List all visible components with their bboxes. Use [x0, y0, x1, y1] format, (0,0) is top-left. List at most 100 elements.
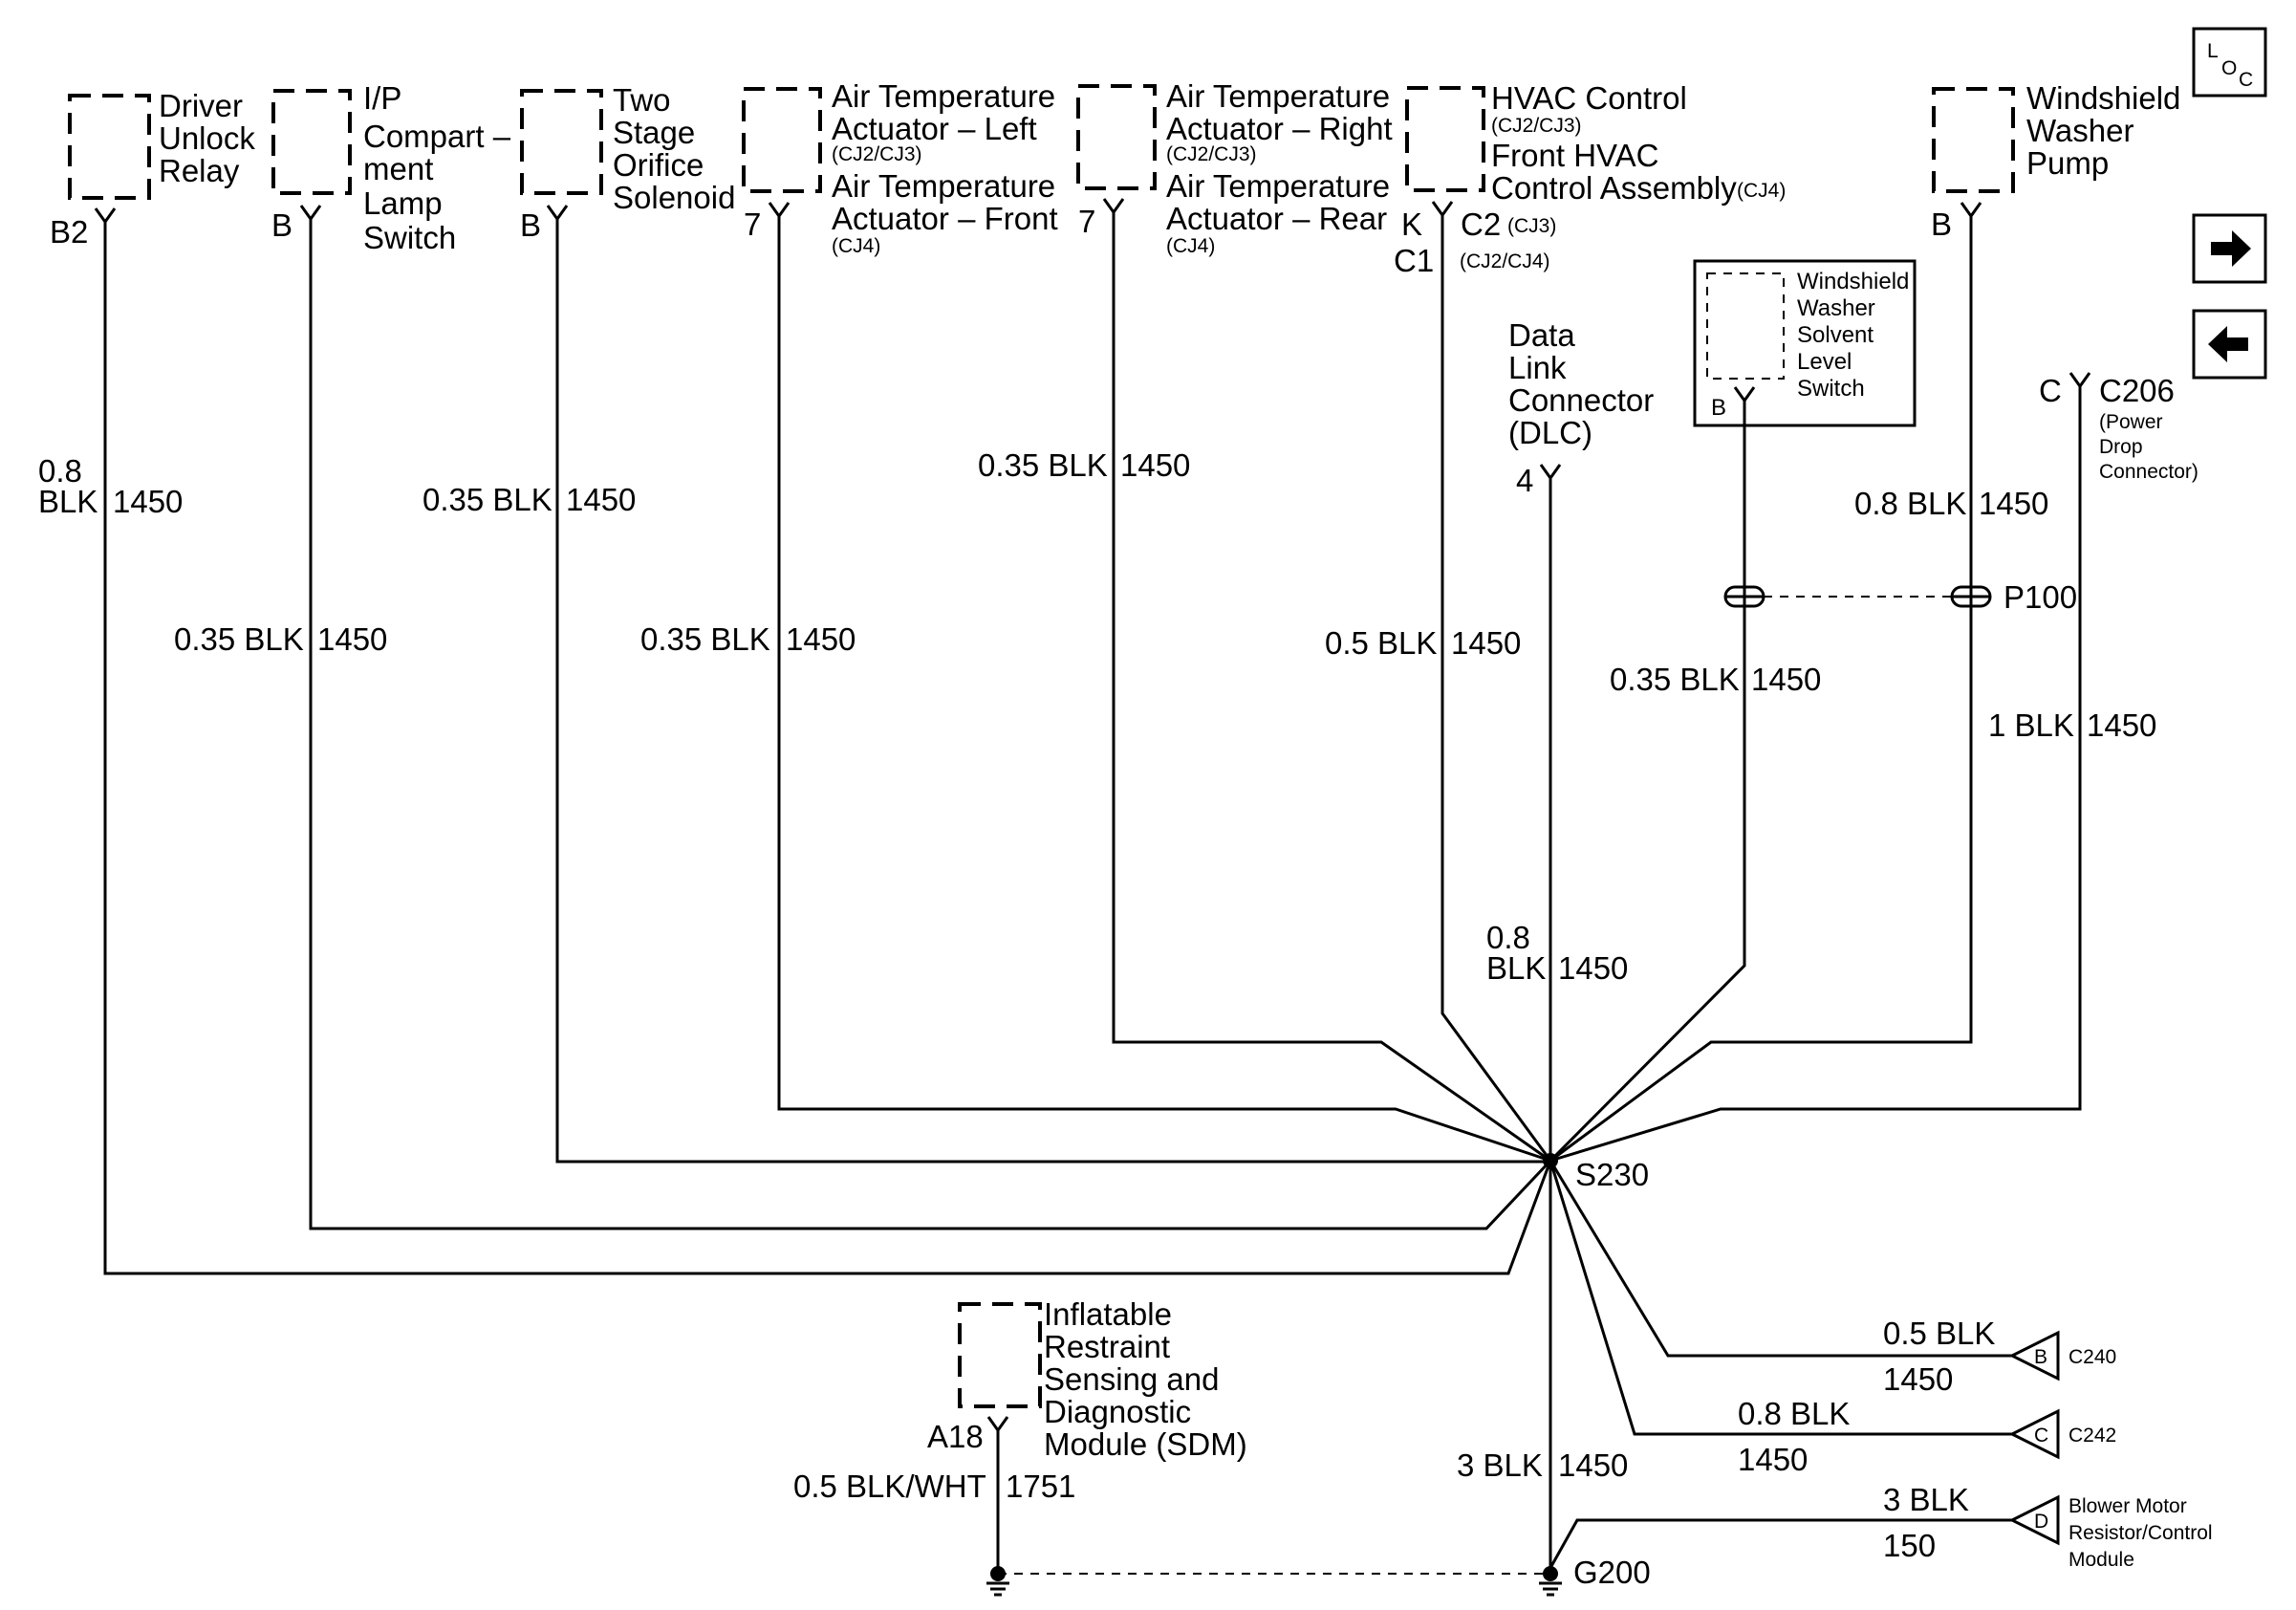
svg-text:Actuator – Right: Actuator – Right: [1166, 111, 1393, 146]
terminal-icon: [299, 205, 322, 222]
svg-text:150: 150: [1883, 1528, 1936, 1563]
arrow-right-icon: [2211, 230, 2251, 267]
svg-text:0.8 BLK: 0.8 BLK: [1854, 486, 1966, 521]
svg-text:Blower Motor: Blower Motor: [2069, 1495, 2187, 1517]
terminal-icon: [1539, 464, 1562, 481]
svg-text:0.35 BLK: 0.35 BLK: [1610, 662, 1740, 697]
svg-text:Link: Link: [1508, 350, 1567, 385]
windshield-washer-pump: Windshield Washer Pump B: [1931, 80, 2180, 242]
svg-text:Solvent: Solvent: [1797, 322, 1874, 348]
svg-text:3 BLK: 3 BLK: [1457, 1447, 1543, 1483]
svg-text:(CJ2/CJ3): (CJ2/CJ3): [1166, 143, 1257, 165]
svg-text:1450: 1450: [1120, 447, 1190, 483]
svg-text:Unlock: Unlock: [159, 120, 255, 156]
svg-text:(DLC): (DLC): [1508, 415, 1592, 450]
svg-text:(CJ3): (CJ3): [1507, 215, 1556, 237]
svg-text:BLK: BLK: [1486, 950, 1546, 986]
svg-text:Connector: Connector: [1508, 382, 1654, 418]
svg-text:BLK: BLK: [38, 484, 97, 519]
svg-text:Compart –: Compart –: [363, 119, 511, 154]
wire-c242: [1549, 1160, 2012, 1436]
svg-text:Lamp: Lamp: [363, 185, 443, 221]
svg-text:Drop: Drop: [2099, 436, 2143, 458]
pin-label: C2: [1461, 207, 1501, 242]
next-page-button[interactable]: [2192, 213, 2267, 284]
previous-page-button[interactable]: [2192, 309, 2267, 380]
wire-two-stage-solenoid: [555, 219, 1550, 1164]
terminal-icon: [546, 205, 569, 222]
svg-text:Air Temperature: Air Temperature: [1166, 168, 1390, 204]
svg-text:Inflatable: Inflatable: [1044, 1296, 1172, 1332]
svg-text:(CJ2/CJ4): (CJ2/CJ4): [1460, 250, 1550, 272]
svg-text:Sensing and: Sensing and: [1044, 1361, 1219, 1397]
svg-text:1 BLK: 1 BLK: [1988, 707, 2074, 743]
svg-text:1450: 1450: [566, 482, 636, 517]
svg-text:Module: Module: [2069, 1549, 2134, 1571]
svg-text:Driver: Driver: [159, 88, 243, 123]
svg-text:0.35 BLK: 0.35 BLK: [422, 482, 552, 517]
svg-text:0.5 BLK/WHT: 0.5 BLK/WHT: [793, 1469, 986, 1504]
arrow-left-icon: [2208, 326, 2248, 362]
svg-text:Orifice: Orifice: [613, 147, 704, 183]
svg-text:Two: Two: [613, 82, 671, 118]
loc-letter-l: L: [2207, 40, 2219, 62]
svg-text:(CJ4): (CJ4): [1737, 180, 1786, 202]
svg-text:Level: Level: [1797, 349, 1852, 375]
svg-text:P100: P100: [2004, 579, 2077, 615]
svg-text:C242: C242: [2069, 1425, 2116, 1447]
svg-text:D: D: [2034, 1511, 2048, 1533]
svg-text:Solenoid: Solenoid: [613, 180, 735, 215]
svg-text:Front HVAC: Front HVAC: [1491, 138, 1658, 173]
svg-text:1751: 1751: [1006, 1469, 1075, 1504]
svg-text:1450: 1450: [113, 484, 183, 519]
wire-hvac-control: [1440, 215, 1552, 1162]
svg-text:Connector): Connector): [2099, 461, 2199, 483]
svg-text:Washer: Washer: [1797, 295, 1875, 321]
wire-c240: [1549, 1160, 2012, 1358]
svg-text:HVAC Control: HVAC Control: [1491, 80, 1687, 116]
driver-unlock-relay: Driver Unlock Relay B2: [50, 88, 255, 250]
svg-text:Actuator – Rear: Actuator – Rear: [1166, 201, 1387, 236]
svg-text:Windshield: Windshield: [2026, 80, 2180, 116]
terminal-icon: [2069, 372, 2091, 389]
svg-text:1450: 1450: [1558, 950, 1628, 986]
c206-power-drop-connector: C C206 (Power Drop Connector): [2039, 372, 2199, 483]
svg-text:Actuator – Left: Actuator – Left: [832, 111, 1037, 146]
terminal-icon: [1431, 201, 1454, 218]
terminal-icon: [768, 202, 791, 219]
svg-text:1450: 1450: [1979, 486, 2048, 521]
svg-text:ment: ment: [363, 151, 433, 186]
svg-text:Resistor/Control: Resistor/Control: [2069, 1522, 2213, 1544]
svg-text:1450: 1450: [1451, 625, 1521, 661]
svg-text:1450: 1450: [1558, 1447, 1628, 1483]
terminal-icon: [1102, 198, 1125, 215]
location-button[interactable]: L O C: [2192, 27, 2267, 98]
svg-text:1450: 1450: [786, 621, 856, 657]
pin-label: 7: [744, 207, 761, 242]
svg-text:1450: 1450: [1883, 1361, 1953, 1397]
pin-label: B2: [50, 214, 88, 250]
svg-text:Switch: Switch: [1797, 376, 1865, 402]
ground-sdm: [986, 1566, 1009, 1597]
svg-text:Control Assembly: Control Assembly: [1491, 170, 1737, 206]
svg-text:1450: 1450: [1751, 662, 1821, 697]
pin-label: A18: [927, 1419, 984, 1454]
wire-ip-lamp-switch: [309, 219, 1552, 1230]
windshield-washer-solvent-level-switch: Windshield Washer Solvent Level Switch B: [1693, 259, 1917, 427]
loc-letter-c: C: [2239, 69, 2253, 91]
svg-text:Air Temperature: Air Temperature: [832, 168, 1055, 204]
svg-text:Data: Data: [1508, 317, 1575, 353]
air-temperature-actuator-right: Air Temperature Actuator – Right (CJ2/CJ…: [1076, 78, 1393, 257]
sdm-module: Inflatable Restraint Sensing and Diagnos…: [927, 1296, 1247, 1462]
svg-text:0.35 BLK: 0.35 BLK: [174, 621, 304, 657]
pin-label: C: [2039, 373, 2062, 408]
svg-text:0.8 BLK: 0.8 BLK: [1738, 1396, 1850, 1431]
terminal-icon: [1960, 202, 1982, 219]
svg-text:Washer: Washer: [2026, 113, 2134, 148]
wire-air-temp-right: [1112, 212, 1551, 1163]
svg-text:Air Temperature: Air Temperature: [832, 78, 1055, 114]
pin-label: C1: [1394, 243, 1434, 278]
svg-text:B: B: [2034, 1346, 2047, 1368]
connector-blower-motor: D Blower Motor Resistor/Control Module: [2008, 1494, 2213, 1571]
